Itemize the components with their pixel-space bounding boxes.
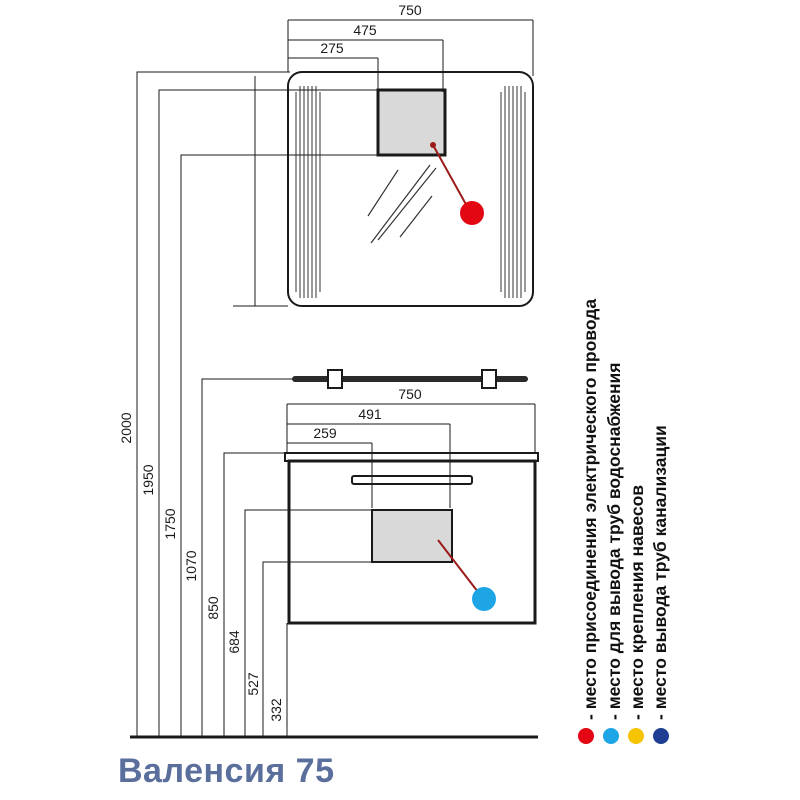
- height-label-1750: 1750: [162, 508, 178, 539]
- legend-item-electrical: - место присоединения электрического про…: [580, 299, 600, 720]
- height-label-684: 684: [226, 630, 242, 654]
- electrical-marker-red: [460, 201, 484, 225]
- electrical-leader-dot: [430, 142, 436, 148]
- mirror-mid-label: 475: [353, 22, 377, 38]
- legend-item-drain: - место вывода труб канализации: [650, 425, 670, 720]
- cabinet-handle: [351, 475, 473, 485]
- mirror-right-light-strips: [500, 86, 526, 298]
- shelf-bracket-right: [481, 369, 497, 389]
- shelf-bracket-left: [327, 369, 343, 389]
- mirror-width-dimensions: [287, 19, 534, 92]
- legend-dot-yellow: [628, 728, 644, 744]
- height-line-684: [244, 509, 372, 737]
- mirror-reflection-lines: [367, 164, 437, 244]
- height-label-850: 850: [205, 596, 221, 620]
- height-line-850: [223, 452, 287, 737]
- height-line-1950: [158, 89, 378, 737]
- product-title: Валенсия 75: [118, 752, 335, 790]
- cabinet-width-dimensions: [286, 403, 536, 508]
- height-line-527: [262, 561, 372, 737]
- legend: - место присоединения электрического про…: [578, 299, 670, 744]
- mirror-frame: [287, 71, 534, 307]
- height-dimension-lines: [136, 71, 378, 737]
- mirror-left-label: 275: [320, 40, 344, 56]
- height-label-1070: 1070: [183, 550, 199, 581]
- legend-dot-red: [578, 728, 594, 744]
- height-label-1950: 1950: [140, 464, 156, 495]
- glass-shelf: [292, 369, 528, 389]
- shelf-board: [292, 376, 528, 382]
- mirror-width-label: 750: [398, 2, 422, 18]
- legend-item-hanging: - место крепления навесов: [627, 485, 647, 720]
- legend-item-water: - место для вывода труб водоснабжения: [604, 362, 624, 720]
- cabinet-left-label: 259: [313, 425, 337, 441]
- vanity-cabinet: [284, 452, 539, 625]
- legend-dot-light-blue: [603, 728, 619, 744]
- height-line-1070: [201, 378, 292, 737]
- height-label-2000: 2000: [118, 412, 134, 443]
- electrical-leader-line: [432, 144, 469, 209]
- legend-dot-dark-blue: [653, 728, 669, 744]
- height-line-2000: [136, 71, 290, 737]
- water-leader-line: [437, 539, 479, 593]
- mirror-left-light-strips: [295, 86, 321, 298]
- cabinet-width-label: 750: [398, 386, 422, 402]
- cabinet-mid-label: 491: [358, 406, 382, 422]
- water-pipe-zone: [371, 509, 453, 563]
- height-label-332: 332: [268, 698, 284, 722]
- mirror: [287, 71, 534, 307]
- height-line-1750: [180, 154, 378, 737]
- water-marker-blue: [472, 587, 496, 611]
- height-label-527: 527: [245, 672, 261, 696]
